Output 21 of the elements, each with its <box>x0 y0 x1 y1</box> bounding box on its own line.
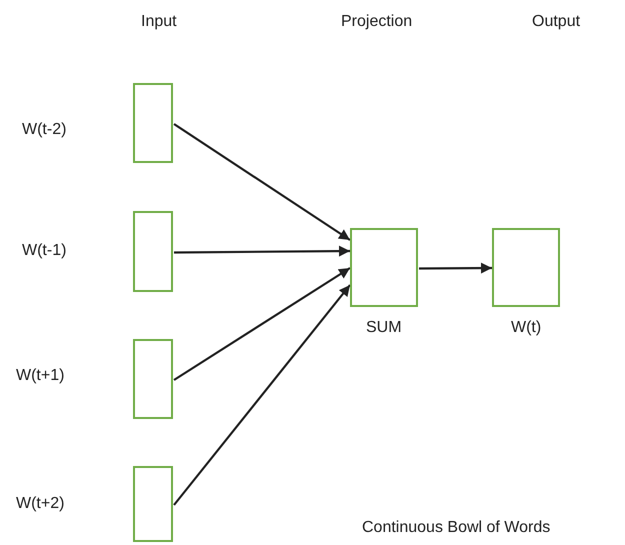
column-heading: W(t-2) <box>22 120 66 140</box>
arrow <box>173 284 351 506</box>
layer-box <box>350 228 418 307</box>
layer-box <box>133 211 173 292</box>
layer-box <box>133 83 173 163</box>
column-heading: Output <box>532 12 580 32</box>
layer-box <box>492 228 560 307</box>
word-label: SUM <box>366 318 402 338</box>
arrow <box>173 123 351 241</box>
caption: Continuous Bowl of Words <box>362 518 550 538</box>
arrow <box>419 262 492 274</box>
column-heading: Projection <box>341 12 412 32</box>
layer-box <box>133 339 173 419</box>
column-heading: W(t+2) <box>16 494 64 514</box>
arrow <box>174 246 350 257</box>
column-heading: W(t-1) <box>22 241 66 261</box>
column-heading: W(t+1) <box>16 366 64 386</box>
arrow <box>173 267 351 381</box>
layer-box <box>133 466 173 542</box>
word-label: W(t) <box>511 318 542 338</box>
column-heading: Input <box>141 12 177 32</box>
